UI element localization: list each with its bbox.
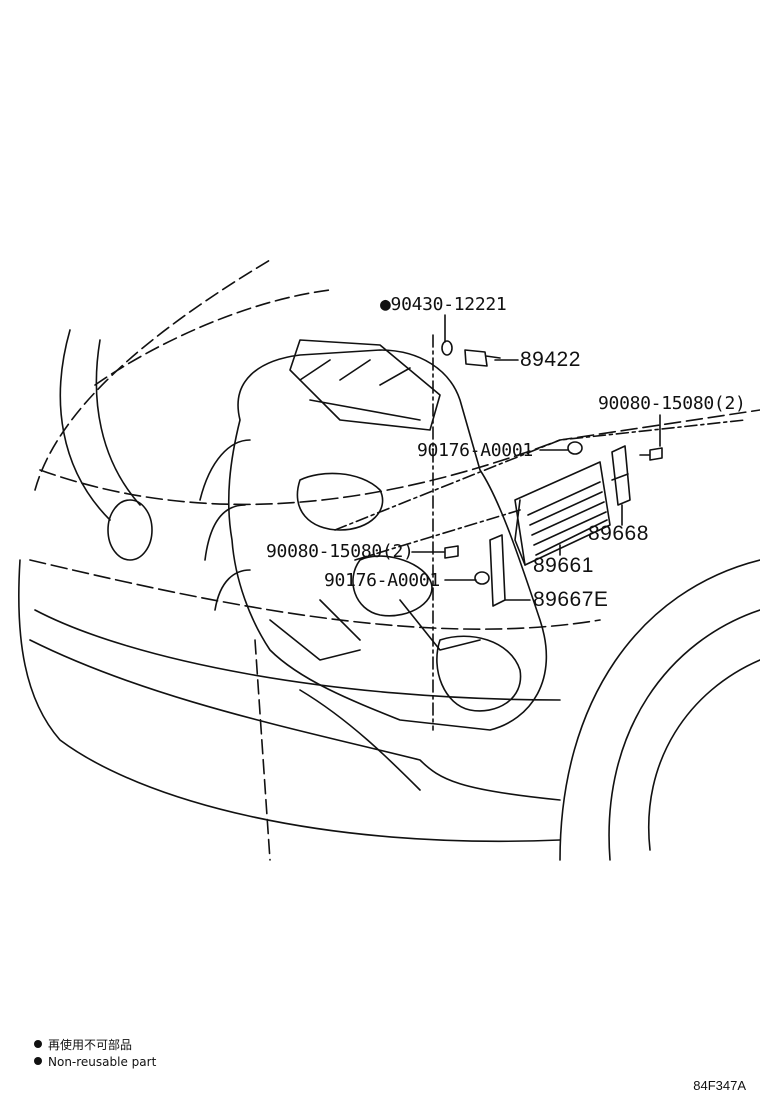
- engine-manifold: [299, 359, 421, 421]
- hood-inner-line: [94, 289, 331, 386]
- pillar-left: [254, 639, 271, 861]
- fog-lamp: [107, 499, 153, 561]
- callout-90176-mid: 90176-A0001: [324, 570, 440, 591]
- callout-89667E: 89667E: [533, 588, 609, 611]
- bumper-lower: [34, 609, 561, 701]
- callout-90176-top: 90176-A0001: [417, 440, 533, 461]
- legend-jp: 再使用不可部品: [34, 1036, 132, 1053]
- bumper-grille: [29, 639, 561, 801]
- callout-90080-top: 90080-15080(2): [598, 393, 746, 414]
- grommet-mid: [474, 571, 490, 585]
- ecu-fins: [527, 481, 608, 556]
- callout-90430: ●90430-12221: [380, 294, 507, 315]
- bullet-icon: [34, 1040, 42, 1048]
- ecu-89661: [514, 461, 611, 566]
- body-crease: [39, 409, 760, 506]
- callout-89422: 89422: [520, 348, 581, 371]
- bumper-front: [18, 559, 561, 843]
- legend-jp-text: 再使用不可部品: [48, 1038, 133, 1052]
- ecu-connector: [514, 499, 526, 566]
- bolt-mid: [444, 545, 459, 559]
- headlight: [59, 329, 111, 521]
- legend-en-text: Non-reusable part: [48, 1055, 157, 1069]
- bumper-inner: [299, 689, 421, 791]
- legend-en: Non-reusable part: [34, 1055, 156, 1069]
- engine-outline: [227, 349, 548, 731]
- gasket-ring: [441, 340, 453, 356]
- grommet-top: [567, 441, 583, 455]
- wheel-inner: [608, 609, 760, 861]
- engine-detail-3: [436, 635, 522, 712]
- sensor-89422-body: [464, 349, 501, 367]
- hood-outline: [34, 259, 271, 491]
- callout-89661: 89661: [533, 554, 594, 577]
- transmission-lines: [269, 599, 481, 661]
- callout-90080-mid: 90080-15080(2): [266, 541, 414, 562]
- bullet-icon: [34, 1057, 42, 1065]
- bracket-89667E: [489, 534, 506, 607]
- engine-detail-2: [352, 555, 433, 617]
- wheel-arch: [559, 559, 760, 861]
- leader-dashed-2: [354, 509, 521, 561]
- leader-dashed-1: [334, 419, 746, 531]
- engine-detail-1: [296, 472, 384, 531]
- callout-89668: 89668: [588, 522, 649, 545]
- engine-top-cover: [289, 339, 441, 431]
- bumper-top-line: [29, 559, 601, 630]
- engine-left-side: [199, 439, 251, 611]
- headlight-inner: [95, 339, 141, 506]
- diagram-code: 84F347A: [693, 1078, 746, 1093]
- bracket-89668: [611, 445, 631, 506]
- wheel-tire: [648, 659, 760, 851]
- bolt-top: [639, 447, 663, 461]
